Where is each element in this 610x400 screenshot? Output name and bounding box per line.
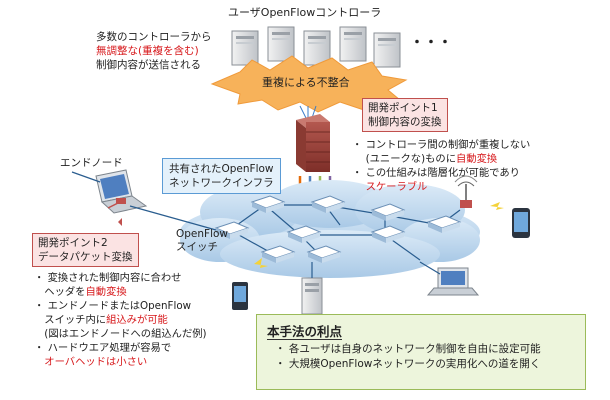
left-bullets: ・ 変換された制御内容に合わせ ヘッダを自動変換・ エンドノードまたはOpenF… — [34, 271, 207, 369]
bullet-line: オーバヘッドは小さい — [34, 355, 207, 369]
converter-device-icon — [296, 114, 330, 172]
bullet-line: ・ ハードウエア処理が容易で — [34, 341, 207, 355]
bullet-text: コントローラ間の制御が重複しない — [365, 139, 531, 151]
smartphone-icon — [490, 202, 530, 238]
bullet-line: ・ エンドノードまたはOpenFlow — [34, 299, 207, 313]
benefit-item: ・ 大規模OpenFlowネットワークの実用化への道を開く — [275, 358, 541, 370]
pda-icon — [232, 258, 268, 310]
bullet-text — [34, 356, 44, 368]
conflict-burst — [210, 55, 408, 113]
switch-icon — [214, 221, 250, 239]
bullet-text: この仕組みは階層化が可能であり — [365, 167, 520, 179]
bullet-line: ヘッダを自動変換 — [34, 285, 207, 299]
dev-point1-box: 開発ポイント1 制御内容の変換 — [362, 98, 448, 132]
bullet-text: (ユニークな)ものに — [365, 153, 456, 165]
bullet-text: ・ 変換された制御内容に合わせ — [34, 272, 182, 284]
ellipsis: ・・・ — [410, 35, 452, 51]
switch-icon — [260, 245, 296, 263]
problem-line2: 無調整な(重複を含む) — [96, 45, 199, 57]
indicator-icon — [118, 218, 122, 226]
switch-label: OpenFlow スイッチ — [176, 228, 228, 254]
laptop-icon — [95, 169, 148, 214]
bullet-text: (図はエンドノードへの組込んだ例) — [34, 328, 207, 340]
switch-label-line2: スイッチ — [176, 241, 218, 253]
server-icon — [339, 26, 367, 62]
laptop-icon — [426, 267, 480, 296]
bullet-line: スイッチ内に組込みが可能 — [34, 313, 207, 327]
dev-point2-box: 開発ポイント2 データパケット変換 — [32, 233, 139, 267]
bullet-text: スイッチ内に — [34, 314, 107, 326]
highlight-text: 自動変換 — [456, 153, 498, 165]
highlight-text: オーバヘッドは小さい — [44, 356, 148, 368]
bullet-line: スケーラブル — [352, 180, 530, 194]
shared-infra-line1: 共有されたOpenFlow — [169, 163, 274, 175]
dev-point1-title: 開発ポイント1 — [368, 102, 438, 114]
switch-icon — [286, 225, 322, 243]
bullet-line: ・ この仕組みは階層化が可能であり — [352, 167, 520, 179]
problem-line1: 多数のコントローラから — [96, 31, 212, 43]
end-node-label: エンドノード — [60, 157, 123, 169]
server-icon — [373, 32, 401, 68]
switch-icon — [426, 215, 462, 233]
benefit-title-wrap: 本手法の利点 — [257, 315, 585, 342]
right-bullets: ・ コントローラ間の制御が重複しない (ユニークな)ものに自動変換・ この仕組み… — [352, 138, 530, 194]
highlight-text: スケーラブル — [365, 181, 428, 193]
red-link — [107, 201, 121, 209]
benefit-title: 本手法の利点 — [267, 324, 343, 340]
bullet-line: ・ 変換された制御内容に合わせ — [34, 271, 207, 285]
switch-icon — [370, 225, 406, 243]
dev-point1-text: 制御内容の変換 — [368, 116, 442, 128]
highlight-text: 自動変換 — [85, 286, 127, 298]
benefit-item-text: 大規模OpenFlowネットワークの実用化への道を開く — [288, 358, 541, 370]
benefit-item: ・ 各ユーザは自身のネットワーク制御を自由に設定可能 — [275, 343, 541, 355]
shared-infra-box: 共有されたOpenFlow ネットワークインフラ — [162, 158, 281, 194]
embedded-module-icon — [116, 198, 126, 204]
server-tower-icon — [301, 277, 323, 315]
bullet-line: (ユニークな)ものに自動変換 — [352, 152, 530, 166]
conflict-label: 重複による不整合 — [262, 76, 350, 89]
benefit-item-text: 各ユーザは自身のネットワーク制御を自由に設定可能 — [288, 343, 541, 355]
bullet-line: (図はエンドノードへの組込んだ例) — [34, 327, 207, 341]
bullet-line: ・ コントローラ間の制御が重複しない — [352, 139, 531, 151]
server-icon — [267, 26, 295, 62]
highlight-text: 組込みが可能 — [106, 314, 168, 326]
switch-icon — [306, 245, 342, 263]
switch-icon — [310, 195, 346, 213]
openflow-switches — [214, 195, 462, 263]
server-icon — [231, 30, 259, 66]
switch-label-line1: OpenFlow — [176, 228, 229, 240]
bullet-text: ・ エンドノードまたはOpenFlow — [34, 300, 192, 312]
switch-icon — [250, 195, 286, 213]
benefit-box: 本手法の利点 ・ 各ユーザは自身のネットワーク制御を自由に設定可能 ・ 大規模O… — [256, 314, 586, 390]
controller-servers — [231, 26, 401, 68]
bullet-text: ・ ハードウエア処理が容易で — [34, 342, 172, 354]
dev-point2-title: 開発ポイント2 — [38, 237, 108, 249]
shared-infra-line2: ネットワークインフラ — [169, 177, 274, 189]
problem-line3: 制御内容が送信される — [96, 59, 201, 71]
server-icon — [303, 30, 331, 66]
end-node-links — [71, 171, 217, 231]
switch-icon — [370, 203, 406, 221]
bullet-text: ヘッダを — [34, 286, 86, 298]
access-point-icon — [454, 175, 478, 208]
controller-title: ユーザOpenFlowコントローラ — [228, 6, 382, 19]
dev-point2-text: データパケット変換 — [38, 251, 133, 263]
